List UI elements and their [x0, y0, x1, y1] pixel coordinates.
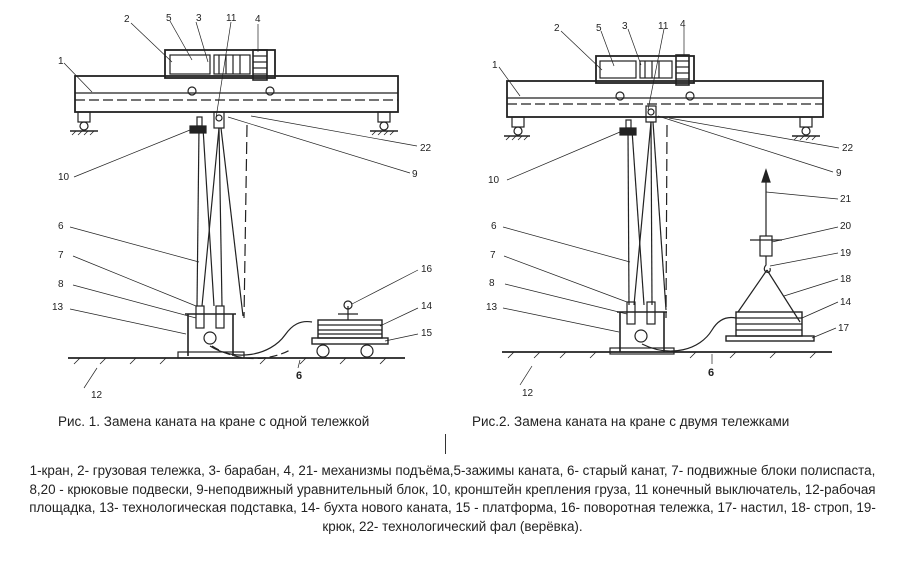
- fig2-label: 9: [836, 168, 842, 179]
- fig2-label: 8: [489, 278, 495, 289]
- fig2-label: 1: [492, 60, 498, 71]
- fig1-label: 7: [58, 250, 64, 261]
- fig2-label: 6: [491, 221, 497, 232]
- text-cursor: [445, 434, 446, 454]
- fig1-label: 13: [52, 302, 64, 313]
- fig2-label: 18: [840, 274, 852, 285]
- fig1-label: 6: [296, 370, 302, 382]
- fig1-label: 10: [58, 172, 70, 183]
- fig2-label: 12: [522, 388, 534, 399]
- fig1-label: 5: [166, 13, 172, 24]
- figure-1-caption: Рис. 1. Замена каната на кране с одной т…: [58, 414, 370, 429]
- fig2-label: 17: [838, 323, 850, 334]
- fig2-label: 22: [842, 143, 854, 154]
- fig2-label: 14: [840, 297, 852, 308]
- figure-2-caption: Рис.2. Замена каната на кране с двумя те…: [472, 414, 790, 429]
- fig1-label: 22: [420, 143, 432, 154]
- legend-text: 1-кран, 2- грузовая тележка, 3- барабан,…: [29, 463, 876, 534]
- fig2-label: 13: [486, 302, 498, 313]
- fig2-label: 4: [680, 19, 686, 30]
- fig1-label: 8: [58, 279, 64, 290]
- fig1-label: 12: [91, 390, 103, 401]
- fig2-label: 3: [622, 21, 628, 32]
- fig2-label: 21: [840, 194, 852, 205]
- fig2-label: 19: [840, 248, 852, 259]
- figure-2-labels: 1 2 3 4 5 6 6 7 8 9 10 11 12 13 14 17 18…: [486, 19, 854, 399]
- fig1-label: 16: [421, 264, 433, 275]
- fig2-label: 6: [708, 367, 714, 379]
- fig2-label: 11: [658, 21, 669, 32]
- fig2-label: 5: [596, 23, 602, 34]
- fig1-label: 2: [124, 14, 130, 25]
- fig2-label: 20: [840, 221, 852, 232]
- fig1-label: 1: [58, 56, 64, 67]
- fig1-label: 3: [196, 13, 202, 24]
- fig1-label: 4: [255, 14, 261, 25]
- fig1-label: 11: [226, 13, 237, 24]
- figure-2-drawing: [498, 27, 840, 386]
- fig1-label: 6: [58, 221, 64, 232]
- fig1-label: 15: [421, 328, 433, 339]
- fig2-label: 2: [554, 23, 560, 34]
- figure-1-drawing: [63, 20, 419, 389]
- fig2-label: 10: [488, 175, 500, 186]
- fig2-label: 7: [490, 250, 496, 261]
- fig1-label: 14: [421, 301, 433, 312]
- figure-1-labels: 1 2 3 4 5 6 6 7 8 10 11 12 13 14 15 16 2…: [52, 13, 433, 401]
- fig1-label: 9: [412, 169, 418, 180]
